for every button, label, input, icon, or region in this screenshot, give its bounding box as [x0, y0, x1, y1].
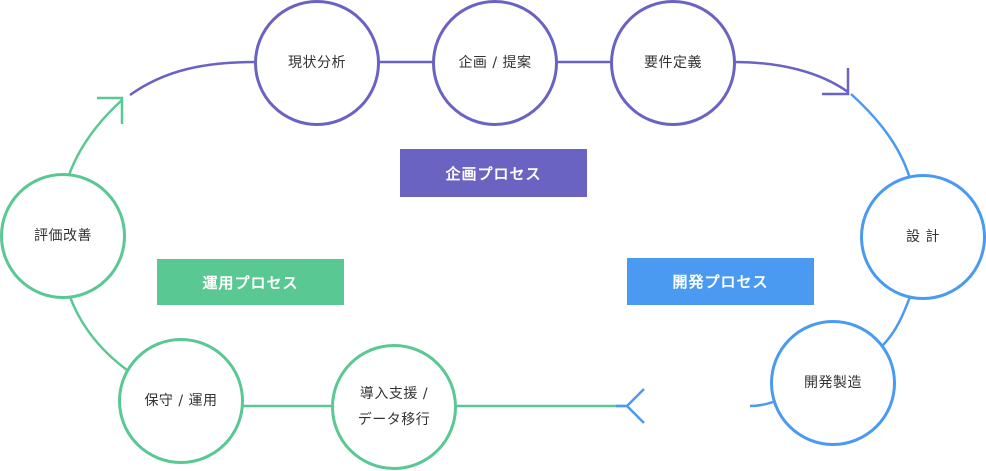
- dev-arc-bottom: [749, 400, 774, 408]
- ops-arrowhead: [97, 96, 124, 124]
- node-maintenance-label: 保守 / 運用: [144, 393, 218, 409]
- node-manufacturing-label: 開発製造: [804, 375, 862, 391]
- dev-arc-top: [850, 93, 913, 183]
- plan-arc-right: [734, 60, 849, 94]
- node-manufacturing: 開発製造: [770, 320, 896, 446]
- node-evaluation-label: 評価改善: [34, 228, 92, 244]
- node-proposal-label: 企画 / 提案: [458, 55, 532, 71]
- plan-arrowhead: [822, 68, 850, 96]
- dev-arrowhead: [625, 388, 645, 424]
- node-design-label: 設 計: [906, 229, 940, 245]
- node-maintenance: 保守 / 運用: [118, 338, 244, 464]
- plan-process-label: 企画プロセス: [400, 149, 587, 197]
- dev-arc-mid: [879, 293, 913, 349]
- ops-arc-bottom: [67, 293, 128, 372]
- plan-arc-left: [129, 60, 256, 97]
- ops-process-label: 運用プロセス: [157, 259, 344, 305]
- dev-process-label: 開発プロセス: [627, 258, 814, 305]
- node-rollout: 導入支援 / データ移行: [331, 344, 457, 470]
- node-analysis-label: 現状分析: [288, 55, 346, 71]
- node-evaluation: 評価改善: [0, 173, 126, 299]
- node-rollout-line2: データ移行: [357, 412, 431, 428]
- node-design: 設 計: [860, 174, 986, 300]
- node-requirements: 要件定義: [610, 0, 736, 126]
- node-requirements-label: 要件定義: [644, 55, 702, 71]
- node-proposal: 企画 / 提案: [432, 0, 558, 126]
- ops-arc-top: [67, 99, 123, 176]
- node-rollout-label: 導入支援 / データ移行: [358, 381, 431, 433]
- node-analysis: 現状分析: [254, 0, 380, 126]
- node-rollout-line1: 導入支援 /: [359, 386, 429, 402]
